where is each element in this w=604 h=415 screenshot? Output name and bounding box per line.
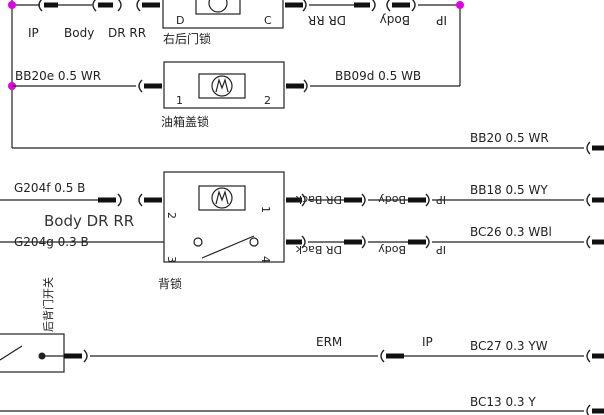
conn-cup [425,235,430,249]
top-label-body: Body [64,26,94,40]
wire-label-g204g: G204g 0.3 B [14,235,89,249]
conn-cup [83,349,88,363]
tailgate-switch-box [0,333,65,373]
conn-cup [92,0,97,12]
conn-cup [586,349,591,363]
wire-label-bc13: BC13 0.3 Y [470,395,536,409]
fuel-lid-lock-circuit: BB20e 0.5 WR 1 2 油箱盖锁 BB09d 0.5 WB [12,61,460,129]
top-label-body-flipped: Body [380,13,410,27]
motor-icon [211,75,233,97]
conn-cup [138,193,143,207]
conn-cup [361,193,366,207]
wire-label-bb18: BB18 0.5 WY [470,183,548,197]
conn-cup [411,0,416,12]
top-label-ip-flipped: IP [436,13,447,27]
switch-lever [201,235,255,259]
conn-label-ip: IP [436,243,446,256]
conn-cup [38,0,43,12]
pin-label-d: D [176,14,184,27]
top-row: D C 右后门锁 IP Body DR RR DR RR Body IP [11,0,461,148]
switch-contact [249,237,259,247]
conn-cup [303,79,308,93]
conn-cup [586,141,591,155]
conn-cup [586,193,591,207]
conn-cup [380,349,385,363]
conn-label-body: Body [378,243,406,256]
motor-m-glyph [215,77,229,93]
junction-dot [456,1,464,9]
pin-label-c: C [264,14,272,27]
conn-cup [586,404,591,415]
conn-cup [371,0,376,12]
top-label-dr-rr: DR RR [108,26,146,40]
motor-icon [208,0,228,13]
conn-cup [138,79,143,93]
conn-cup [586,235,591,249]
top-label-dr-rr-flipped: DR RR [308,13,346,27]
switch-contact [193,237,203,247]
conn-cup [301,235,306,249]
conn-cup [136,0,141,12]
conn-cup [361,235,366,249]
pin-label: 2 [264,94,271,107]
motor-icon [211,187,233,209]
conn-cup [425,193,430,207]
conn-label-dr-back: DR Back [295,243,342,256]
wire-label-bc26: BC26 0.3 WBl [470,225,552,239]
wire-label-g204f: G204f 0.5 B [14,181,85,195]
body-dr-rr-caption: Body DR RR [44,212,134,230]
conn-cup [301,193,306,207]
back-door-lock-circuit: G204f 0.5 B Body DR RR G204g 0.3 B 2 1 3… [0,171,604,291]
pin-label-1: 1 [259,206,272,213]
switch-lever [0,345,23,361]
pin-label-3: 3 [165,256,178,263]
bc13-circuit: BC13 0.3 Y [0,395,604,415]
conn-label-erm: ERM [316,335,342,349]
motor-m-glyph [215,189,229,205]
junction-dot [8,1,16,9]
top-label-ip: IP [28,26,39,40]
fuel-lid-lock-label: 油箱盖锁 [161,114,209,129]
conn-cup [117,193,122,207]
right-rear-lock-label: 右后门锁 [163,31,211,46]
conn-cup [386,0,391,12]
bb20-bus: BB20 0.5 WR [12,131,604,155]
conn-cup [302,0,307,12]
pin-label-2: 2 [165,212,178,219]
wire-label-bc27: BC27 0.3 YW [470,339,548,353]
wire-label-bb09d: BB09d 0.5 WB [335,69,421,83]
wire-label-bb20e: BB20e 0.5 WR [15,69,101,83]
pin-label-4: 4 [259,256,272,263]
conn-label-ip: IP [422,335,433,349]
back-lock-label: 背锁 [158,276,182,291]
erm-circuit: 后背门开关 ERM IP BC27 0.3 YW [0,277,604,373]
pin-label: 1 [176,94,183,107]
wire-label-bb20: BB20 0.5 WR [470,131,549,145]
tailgate-switch-label: 后背门开关 [41,277,55,332]
conn-cup [117,0,122,12]
